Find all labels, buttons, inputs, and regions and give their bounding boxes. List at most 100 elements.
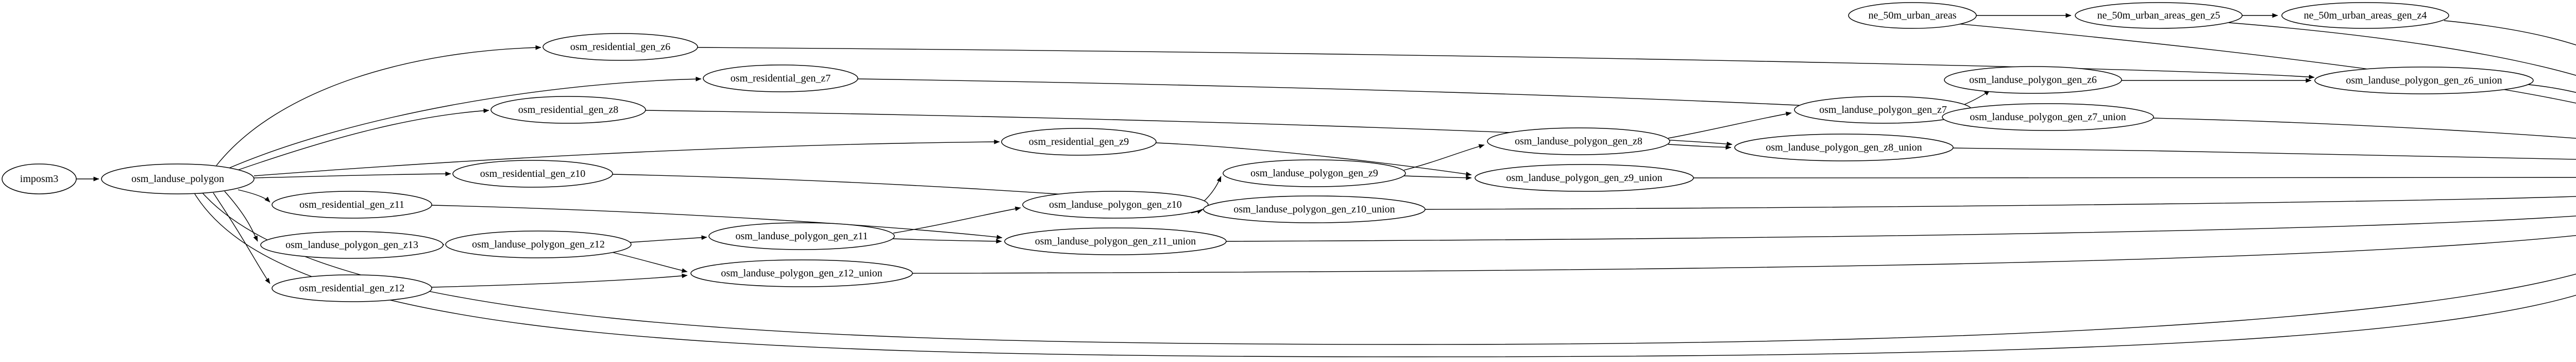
node-ne-ellipse [1848, 2, 1977, 29]
edge-res_z11-union_z11 [431, 205, 1003, 240]
node-res_z6-label: osm_residential_gen_z6 [570, 41, 670, 53]
edge-gen_z12-union_z12 [609, 251, 688, 273]
node-landuse_polygon-ellipse [101, 163, 255, 194]
node-gen_z10-ellipse [1022, 191, 1209, 219]
node-res_z6: osm_residential_gen_z6 [543, 33, 698, 61]
node-union_z11-ellipse [1004, 227, 1227, 255]
edge-gen_z8-gen_z7 [1668, 111, 1792, 139]
edge-gen_z9-union_z9 [1403, 175, 1472, 180]
node-gen_z11-ellipse [708, 222, 895, 250]
edge-gen_z10-union_z10 [1191, 209, 1203, 214]
node-gen_z12: osm_landuse_polygon_gen_z12 [445, 231, 632, 258]
node-union_z11: osm_landuse_polygon_gen_z11_union [1004, 227, 1227, 255]
node-gen_z9-label: osm_landuse_polygon_gen_z9 [1250, 168, 1378, 179]
node-ne_z5-label: ne_50m_urban_areas_gen_z5 [2097, 10, 2221, 21]
node-ne_z5-ellipse [2075, 2, 2243, 29]
node-union_z7: osm_landuse_polygon_gen_z7_union [1942, 103, 2154, 131]
node-gen_z12-label: osm_landuse_polygon_gen_z12 [472, 239, 605, 250]
node-gen_z13-ellipse [260, 231, 444, 259]
node-union_z12-ellipse [690, 259, 913, 287]
node-gen_z9: osm_landuse_polygon_gen_z9 [1223, 159, 1406, 187]
edge-gen_z8-union_z8 [1668, 144, 1732, 150]
node-res_z8: osm_residential_gen_z8 [490, 96, 646, 124]
edge-ne_z5-layer-z5 [2228, 22, 2576, 76]
node-res_z12: osm_residential_gen_z12 [272, 274, 432, 302]
node-res_z8-label: osm_residential_gen_z8 [518, 104, 618, 116]
node-res_z10-ellipse [452, 160, 613, 188]
node-landuse_polygon-label: osm_landuse_polygon [131, 173, 224, 185]
node-ne-label: ne_50m_urban_areas [1868, 10, 1956, 21]
node-union_z9-label: osm_landuse_polygon_gen_z9_union [1506, 172, 1662, 184]
edge-res_z9-union_z9 [1156, 142, 1472, 176]
node-res_z8-ellipse [490, 96, 646, 124]
node-imposm3-label: imposm3 [20, 173, 58, 185]
edge-landuse_polygon-res_z6 [216, 45, 541, 166]
node-gen_z12-ellipse [445, 231, 632, 258]
node-gen_z8-label: osm_landuse_polygon_gen_z8 [1515, 136, 1642, 147]
node-ne_z4: ne_50m_urban_areas_gen_z4 [2281, 2, 2449, 29]
node-union_z6: osm_landuse_polygon_gen_z6_union [2314, 67, 2534, 94]
node-union_z8-ellipse [1734, 134, 1954, 161]
node-union_z10: osm_landuse_polygon_gen_z10_union [1203, 195, 1426, 223]
node-union_z7-label: osm_landuse_polygon_gen_z7_union [1970, 111, 2126, 123]
edges-layer [76, 13, 2576, 357]
node-union_z11-label: osm_landuse_polygon_gen_z11_union [1035, 236, 1196, 247]
node-gen_z8-ellipse [1487, 127, 1670, 155]
node-union_z7-ellipse [1942, 103, 2154, 131]
edge-gen_z11-union_z11 [892, 238, 1002, 244]
node-res_z11: osm_residential_gen_z11 [272, 191, 432, 219]
edge-gen_z11-gen_z10 [893, 206, 1021, 234]
node-union_z9-ellipse [1475, 164, 1694, 192]
node-gen_z7: osm_landuse_polygon_gen_z7 [1794, 96, 1972, 124]
node-union_z8-label: osm_landuse_polygon_gen_z8_union [1766, 142, 1922, 153]
node-res_z7-ellipse [703, 64, 858, 92]
node-gen_z6: osm_landuse_polygon_gen_z6 [1944, 66, 2122, 94]
node-ne_z5: ne_50m_urban_areas_gen_z5 [2075, 2, 2243, 29]
node-union_z8: osm_landuse_polygon_gen_z8_union [1734, 134, 1954, 161]
node-union_z10-label: osm_landuse_polygon_gen_z10_union [1233, 204, 1395, 215]
edge-landuse_polygon-res_z10 [253, 171, 451, 178]
node-ne: ne_50m_urban_areas [1848, 2, 1977, 29]
node-res_z11-label: osm_residential_gen_z11 [299, 199, 404, 210]
node-union_z9: osm_landuse_polygon_gen_z9_union [1475, 164, 1694, 192]
edge-res_z12-union_z12 [431, 273, 688, 288]
node-imposm3-ellipse [2, 163, 77, 194]
node-res_z6-ellipse [543, 33, 698, 61]
node-gen_z11-label: osm_landuse_polygon_gen_z11 [735, 231, 868, 242]
edge-gen_z10-gen_z9 [1204, 176, 1222, 202]
node-ne_z4-label: ne_50m_urban_areas_gen_z4 [2304, 10, 2427, 21]
node-res_z9: osm_residential_gen_z9 [1001, 128, 1157, 156]
edge-union_z10-layer-z10 [1425, 196, 2576, 210]
node-landuse_polygon: osm_landuse_polygon [101, 163, 255, 194]
node-gen_z6-label: osm_landuse_polygon_gen_z6 [1969, 74, 2097, 86]
node-gen_z6-ellipse [1944, 66, 2122, 94]
node-gen_z13: osm_landuse_polygon_gen_z13 [260, 231, 444, 259]
node-res_z7-label: osm_residential_gen_z7 [731, 73, 831, 84]
node-union_z6-ellipse [2314, 67, 2534, 94]
edge-gen_z12-gen_z11 [630, 235, 707, 243]
node-union_z6-label: osm_landuse_polygon_gen_z6_union [2346, 75, 2502, 86]
edge-union_z6-layer-z6 [2523, 84, 2576, 93]
node-res_z11-ellipse [272, 191, 432, 219]
node-imposm3: imposm3 [2, 163, 77, 194]
node-res_z9-ellipse [1001, 128, 1157, 156]
edge-union_z12-layer-z12 [912, 235, 2576, 274]
node-union_z12: osm_landuse_polygon_gen_z12_union [690, 259, 913, 287]
node-gen_z10-label: osm_landuse_polygon_gen_z10 [1049, 199, 1182, 210]
node-res_z10-label: osm_residential_gen_z10 [480, 168, 585, 179]
node-gen_z7-label: osm_landuse_polygon_gen_z7 [1819, 104, 1947, 116]
node-gen_z11: osm_landuse_polygon_gen_z11 [708, 222, 895, 250]
node-gen_z10: osm_landuse_polygon_gen_z10 [1022, 191, 1209, 219]
edge-union_z11-layer-z11 [1226, 216, 2576, 242]
node-res_z7: osm_residential_gen_z7 [703, 64, 858, 92]
node-res_z12-ellipse [272, 274, 432, 302]
nodes-layer: imposm3 osm_landuse_polygon osm_residentia… [2, 2, 2534, 302]
edge-union_z9-layer-z9 [1693, 177, 2576, 178]
edge-union_z7-layer-z7 [2153, 118, 2576, 139]
node-res_z9-label: osm_residential_gen_z9 [1029, 136, 1129, 147]
node-res_z12-label: osm_residential_gen_z12 [299, 283, 404, 294]
node-res_z10: osm_residential_gen_z10 [452, 160, 613, 188]
node-gen_z9-ellipse [1223, 159, 1406, 187]
